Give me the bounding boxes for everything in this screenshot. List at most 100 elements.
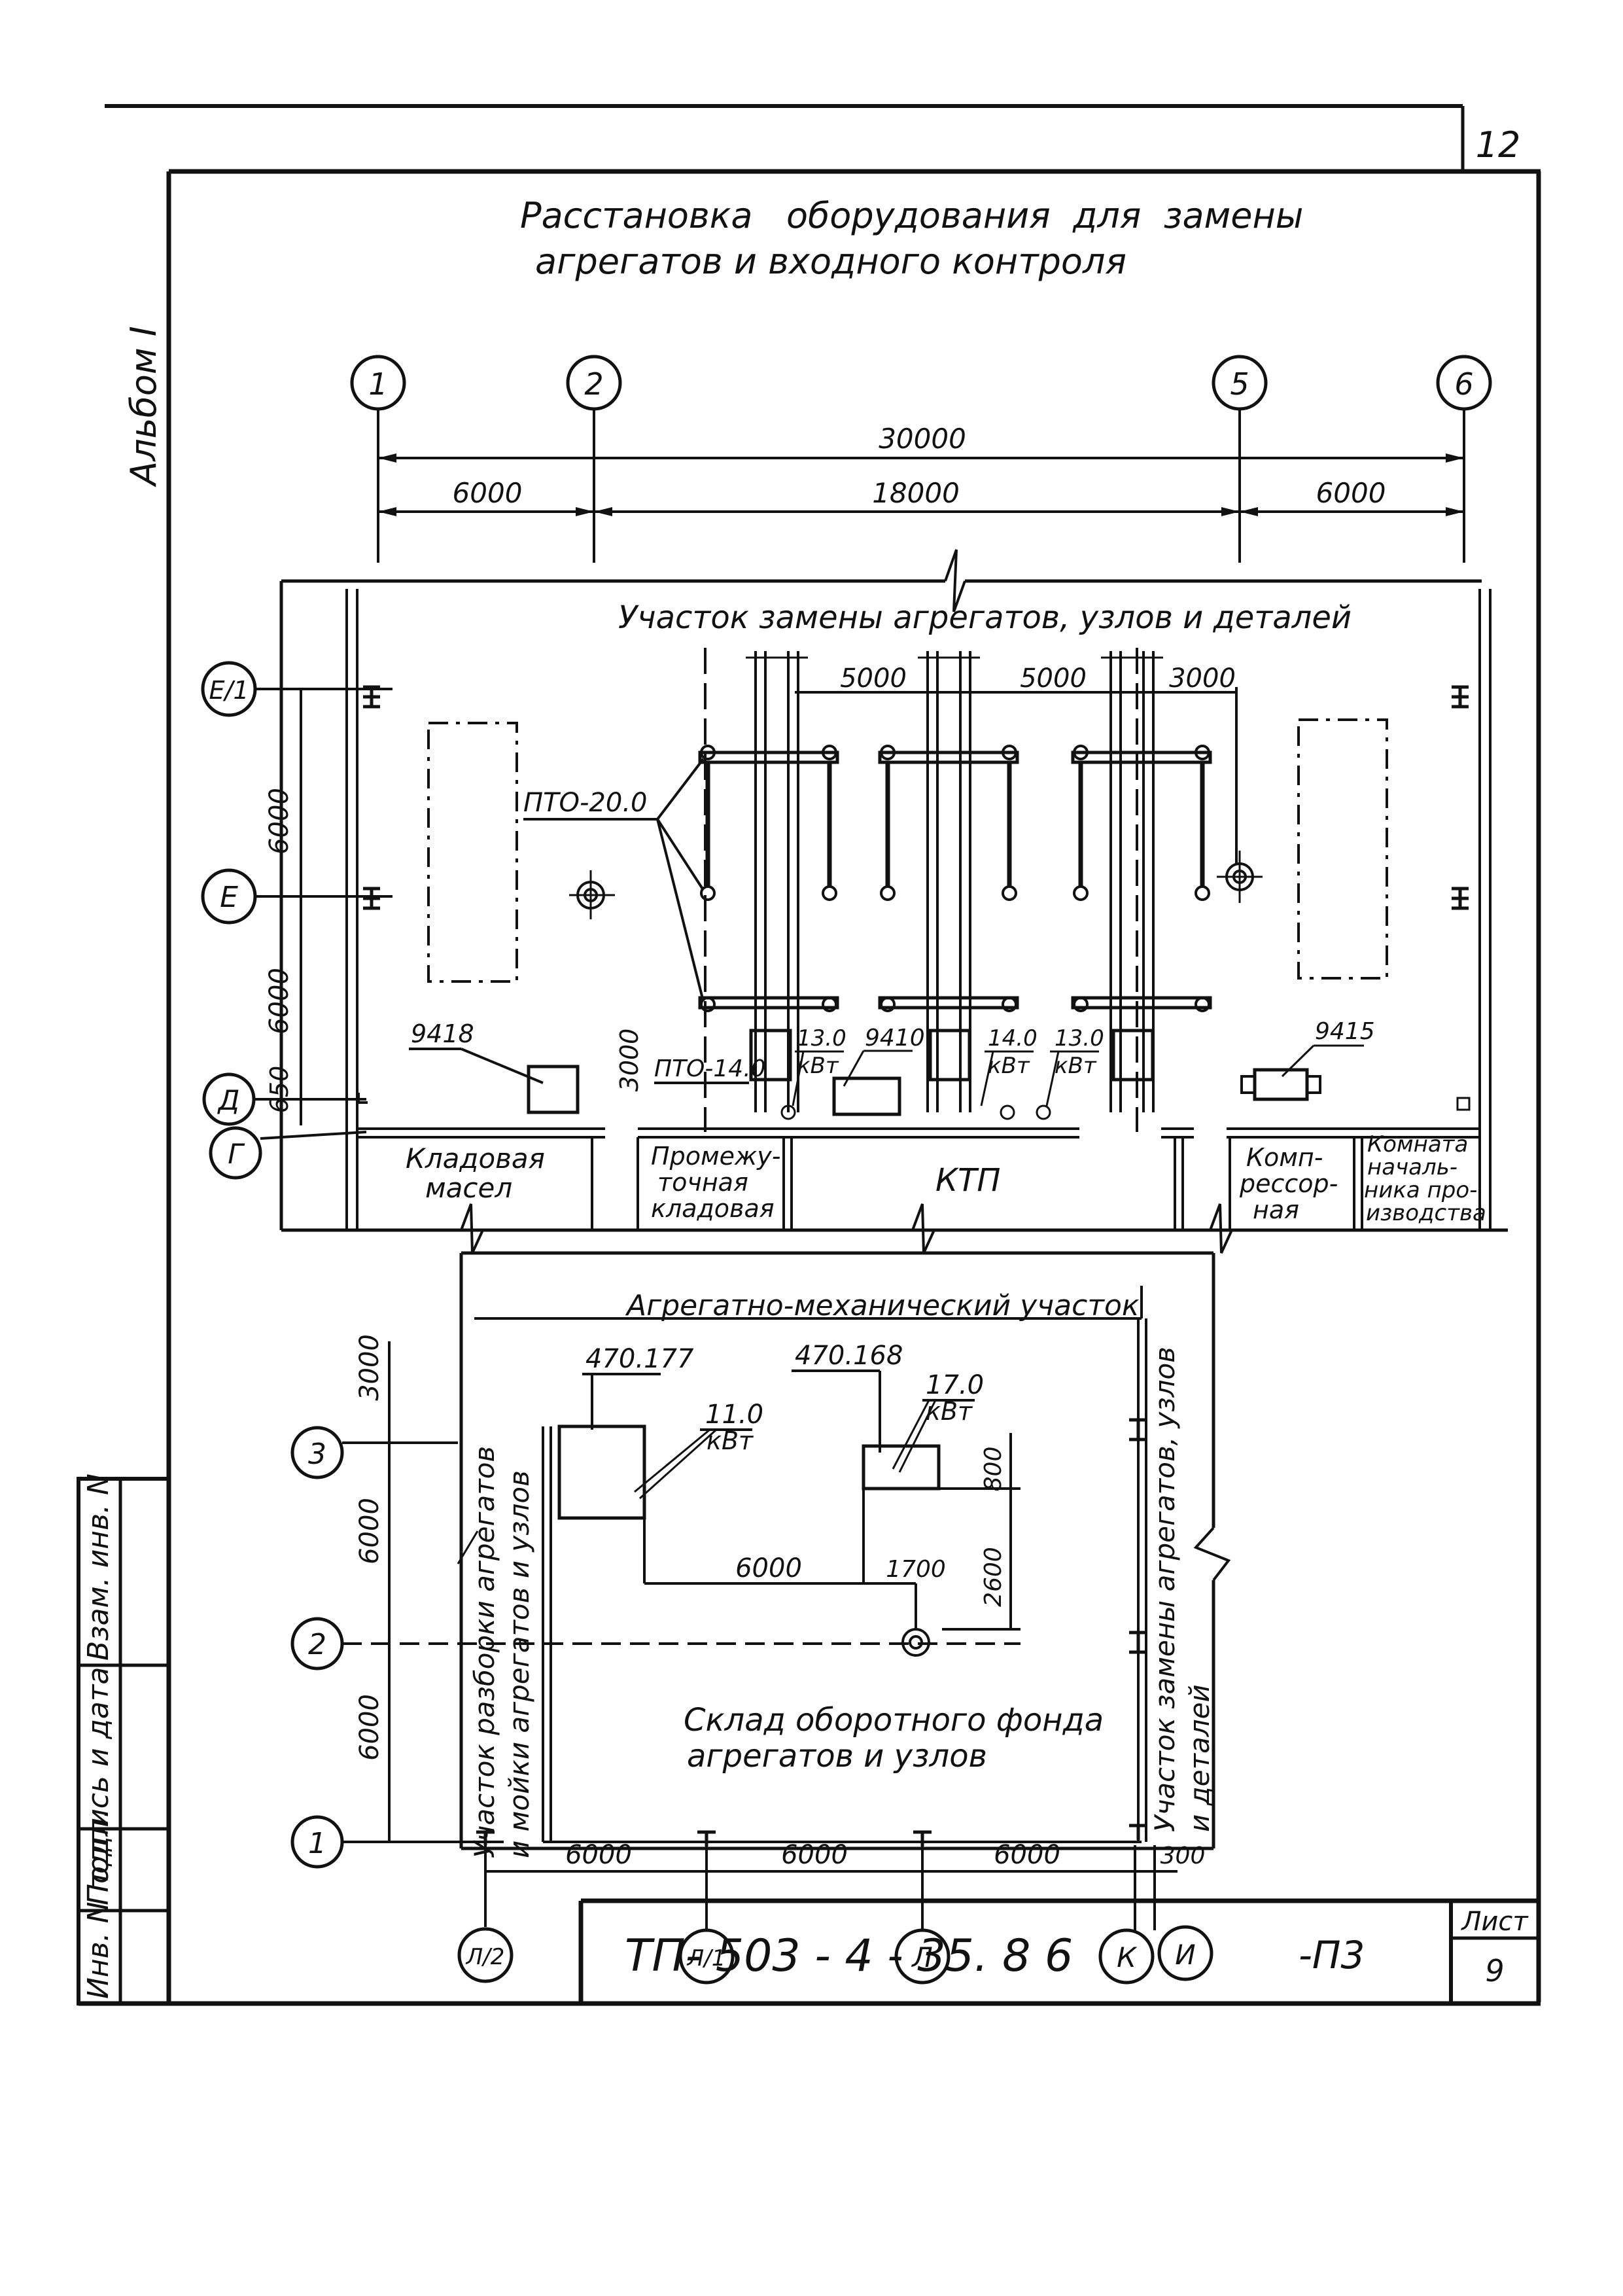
crosshair-left <box>569 870 615 919</box>
svg-text:3000: 3000 <box>615 1029 644 1092</box>
svg-text:Кладовая: Кладовая <box>406 1142 545 1174</box>
equipment-470-177: 470.177 <box>557 1344 886 1585</box>
svg-text:6: 6 <box>1454 366 1473 402</box>
list-label: Лист <box>1460 1907 1529 1937</box>
svg-text:650: 650 <box>265 1066 294 1114</box>
room-oil-storage: Кладовая масел <box>406 1142 545 1204</box>
svg-text:Д: Д <box>217 1084 240 1116</box>
svg-text:Л/2: Л/2 <box>465 1944 505 1970</box>
dimension-chain-top: 30000 6000 18000 6000 <box>378 423 1464 516</box>
axis-bubble-row-E1: Е/1 <box>201 661 393 717</box>
lift-bay-3 <box>1071 651 1212 1112</box>
svg-text:6000: 6000 <box>355 1694 385 1761</box>
svg-text:Комната: Комната <box>1367 1131 1468 1157</box>
vehicle-place-left <box>427 722 518 983</box>
sheet-frame: 12 Альбом I <box>79 104 1541 2006</box>
drawing-title-line1: Расстановка оборудования для замены <box>520 195 1303 236</box>
svg-text:6000: 6000 <box>355 1498 385 1564</box>
dim-span-1: 6000 <box>453 477 523 509</box>
dim-span-2: 18000 <box>872 477 960 509</box>
crosshair-right <box>1217 851 1263 903</box>
svg-text:кладовая: кладовая <box>651 1194 775 1223</box>
dims-left-top: 6000 6000 650 3000 <box>264 689 644 1125</box>
power-2: 14.0 кВт <box>980 1025 1038 1120</box>
dims-internal-bottom: 6000 1700 800 2600 <box>735 1433 1021 1631</box>
drawing-title-line2: агрегатов и входного контроля <box>535 241 1126 282</box>
right-zone-label-1: Участок замены агрегатов, узлов <box>1149 1347 1181 1832</box>
svg-text:Промежу-: Промежу- <box>651 1142 780 1171</box>
axis-bubble-row-G: Г <box>209 1126 367 1180</box>
svg-text:2: 2 <box>308 1628 326 1661</box>
svg-text:ная: ная <box>1253 1195 1299 1224</box>
svg-text:Л/1: Л/1 <box>686 1945 726 1971</box>
axis-bubble-col-I: И <box>1157 1925 1213 1981</box>
svg-text:Комп-: Комп- <box>1246 1143 1323 1172</box>
room-ktp: КТП <box>935 1162 1001 1199</box>
svg-text:3000: 3000 <box>355 1334 385 1401</box>
svg-text:5: 5 <box>1230 366 1249 402</box>
stamp-suffix: -П3 <box>1299 1933 1365 1977</box>
svg-text:изводства: изводства <box>1366 1200 1486 1226</box>
svg-text:2600: 2600 <box>980 1547 1007 1607</box>
left-zone-label-2: и мойки агрегатов и узлов <box>503 1470 535 1858</box>
dim-total: 30000 <box>879 423 966 455</box>
svg-text:началь-: началь- <box>1367 1154 1457 1180</box>
svg-text:кВт: кВт <box>1055 1053 1097 1079</box>
svg-text:рессор-: рессор- <box>1239 1169 1338 1198</box>
svg-text:1700: 1700 <box>886 1556 946 1583</box>
top-plan: 1 2 5 6 30000 <box>201 355 1508 1254</box>
side-label-inv: Инв. N подл. <box>82 1809 115 1999</box>
svg-text:470.177: 470.177 <box>585 1344 694 1374</box>
lift-bay-1 <box>698 651 839 1112</box>
svg-text:кВт: кВт <box>988 1053 1030 1079</box>
svg-text:5000: 5000 <box>1020 663 1087 694</box>
axis-bubble-col-6: 6 <box>1436 355 1492 411</box>
axis-bubble-col-L: Л <box>894 1928 951 1985</box>
vehicle-place-right <box>1297 718 1388 980</box>
svg-text:ника про-: ника про- <box>1364 1177 1477 1203</box>
dims-internal-top: 5000 5000 3000 <box>795 663 1238 864</box>
warehouse-label-2: агрегатов и узлов <box>687 1738 987 1775</box>
axis-bubble-row-1: 1 <box>290 1815 504 1869</box>
svg-text:кВт: кВт <box>797 1053 839 1079</box>
bottom-plan: Агрегатно-механический участок 3 2 1 <box>290 1251 1231 1985</box>
room-production-chief: Комната началь- ника про- изводства <box>1364 1131 1486 1226</box>
dim-span-3: 6000 <box>1316 477 1386 509</box>
equipment-9418 <box>527 1065 580 1114</box>
left-zone-label-1: Участок разборки агрегатов <box>468 1446 500 1858</box>
power-bottom-2: 17.0 кВт <box>892 1370 984 1473</box>
svg-text:3000: 3000 <box>1169 663 1236 694</box>
svg-text:6000: 6000 <box>264 788 294 855</box>
label-eq-9418: 9418 <box>411 1019 474 1048</box>
axis-bubble-row-D: Д <box>202 1072 366 1126</box>
top-area-title: Участок замены агрегатов, узлов и детале… <box>618 599 1352 636</box>
list-number: 9 <box>1485 1953 1504 1988</box>
stamp-code: ТП- 503 - 4 - 35. 8 6 <box>625 1930 1073 1982</box>
room-intermediate-storage: Промежу- точная кладовая <box>651 1142 780 1223</box>
svg-text:И: И <box>1175 1939 1195 1971</box>
power-1: 13.0 кВт <box>780 1025 846 1120</box>
svg-text:Е: Е <box>220 881 238 914</box>
label-eq-9415: 9415 <box>1315 1018 1375 1045</box>
label-eq-9410: 9410 <box>865 1025 925 1051</box>
svg-text:17.0: 17.0 <box>926 1370 984 1400</box>
svg-text:14.0: 14.0 <box>988 1025 1038 1051</box>
side-label-replace: Взам. инв. N <box>82 1474 115 1661</box>
dims-bottom: 6000 6000 6000 300 <box>484 1840 1206 1930</box>
svg-text:2: 2 <box>584 366 603 402</box>
svg-text:800: 800 <box>980 1447 1007 1492</box>
svg-text:3: 3 <box>308 1438 326 1471</box>
warehouse-label-1: Склад оборотного фонда <box>684 1702 1104 1739</box>
svg-text:13.0: 13.0 <box>797 1025 846 1051</box>
power-3: 13.0 кВт <box>1036 1025 1104 1120</box>
svg-text:Г: Г <box>228 1138 245 1170</box>
crosshair-bottom <box>901 1628 930 1657</box>
svg-text:11.0: 11.0 <box>705 1400 763 1430</box>
room-compressor: Комп- рессор- ная <box>1239 1143 1338 1224</box>
svg-text:1: 1 <box>308 1827 326 1860</box>
svg-text:6000: 6000 <box>994 1840 1060 1870</box>
svg-text:300: 300 <box>1161 1843 1206 1869</box>
axis-bubble-col-K: К <box>1098 1928 1155 1985</box>
bottom-area-title: Агрегатно-механический участок <box>625 1289 1140 1322</box>
